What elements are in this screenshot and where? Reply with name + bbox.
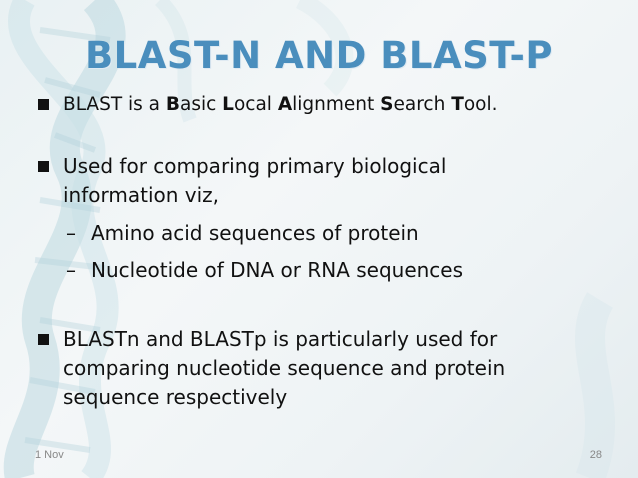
bold-initial: S (380, 94, 394, 115)
text-run: lignment (292, 94, 381, 115)
sub-bullet-1: – Amino acid sequences of protein (36, 219, 626, 248)
bullet-3-line-3: sequence respectively (63, 385, 288, 409)
dash-bullet: – (66, 221, 76, 245)
bullet-3-line-2: comparing nucleotide sequence and protei… (63, 356, 506, 380)
bold-initial: A (277, 94, 293, 115)
slide-title: BLAST-N AND BLAST-P (84, 34, 554, 77)
square-bullet-icon (38, 334, 49, 345)
bullet-1: BLAST is a Basic Local Alignment Search … (36, 90, 626, 119)
bullet-3-line-1: BLASTn and BLASTp is particularly used f… (63, 327, 498, 351)
bullet-2-line-2: information viz, (63, 183, 220, 207)
bullet-2: Used for comparing primary biological in… (36, 152, 626, 210)
sub-bullet-2-text: Nucleotide of DNA or RNA sequences (91, 258, 464, 282)
page-number: 28 (589, 449, 602, 461)
sub-bullet-2: – Nucleotide of DNA or RNA sequences (36, 256, 626, 285)
bold-initial: B (165, 94, 180, 115)
footer-date: 1 Nov (35, 449, 64, 461)
text-run: BLAST is a (63, 94, 166, 115)
text-run: ocal (233, 94, 278, 115)
text-run: ool. (463, 94, 498, 115)
dash-bullet: – (66, 258, 76, 282)
text-run: earch (393, 94, 452, 115)
bullet-3: BLASTn and BLASTp is particularly used f… (36, 325, 626, 412)
bullet-1-text: BLAST is a Basic Local Alignment Search … (63, 94, 498, 115)
text-run: asic (180, 94, 223, 115)
bullet-2-line-1: Used for comparing primary biological (63, 154, 447, 178)
sub-bullet-1-text: Amino acid sequences of protein (91, 221, 419, 245)
bold-initial: T (451, 94, 464, 115)
square-bullet-icon (38, 99, 49, 110)
bold-initial: L (222, 94, 234, 115)
square-bullet-icon (38, 161, 49, 172)
slide-body: BLAST is a Basic Local Alignment Search … (36, 90, 626, 412)
